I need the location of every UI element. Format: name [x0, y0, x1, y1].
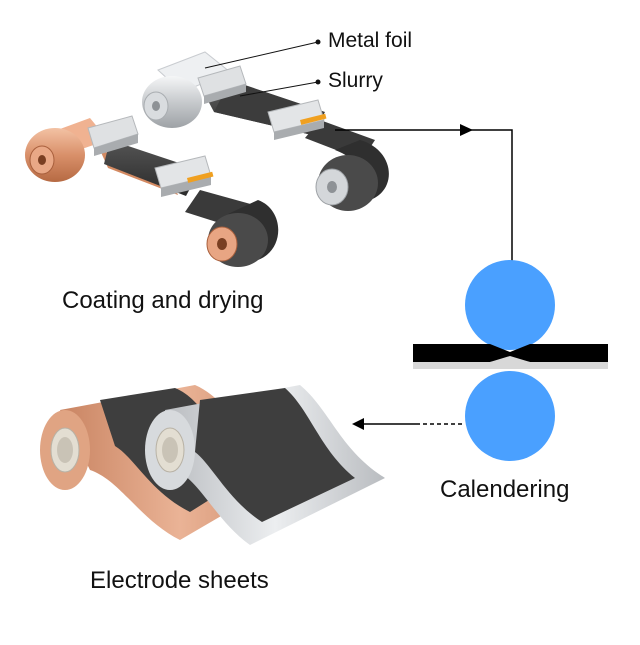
- arrow-to-electrode-sheets: [352, 418, 462, 430]
- calender-roller-icon: [413, 260, 608, 461]
- metal-foil-leader: [204, 41, 319, 69]
- metal-foil-label: Metal foil: [328, 29, 413, 52]
- copper-coater-icon: [25, 115, 279, 267]
- coating-and-drying-label: Coating and drying: [62, 287, 264, 314]
- calendering-label: Calendering: [440, 476, 570, 503]
- arrow-to-calendering: [335, 124, 513, 262]
- metal-foil-dot: [315, 39, 321, 45]
- aluminum-coater-icon: [142, 51, 389, 211]
- slurry-dot: [315, 79, 321, 85]
- slurry-leader: [239, 81, 319, 97]
- aluminum-electrode-roll-icon: [145, 385, 385, 545]
- electrode-sheets-label: Electrode sheets: [90, 567, 269, 594]
- slurry-label: Slurry: [328, 69, 383, 92]
